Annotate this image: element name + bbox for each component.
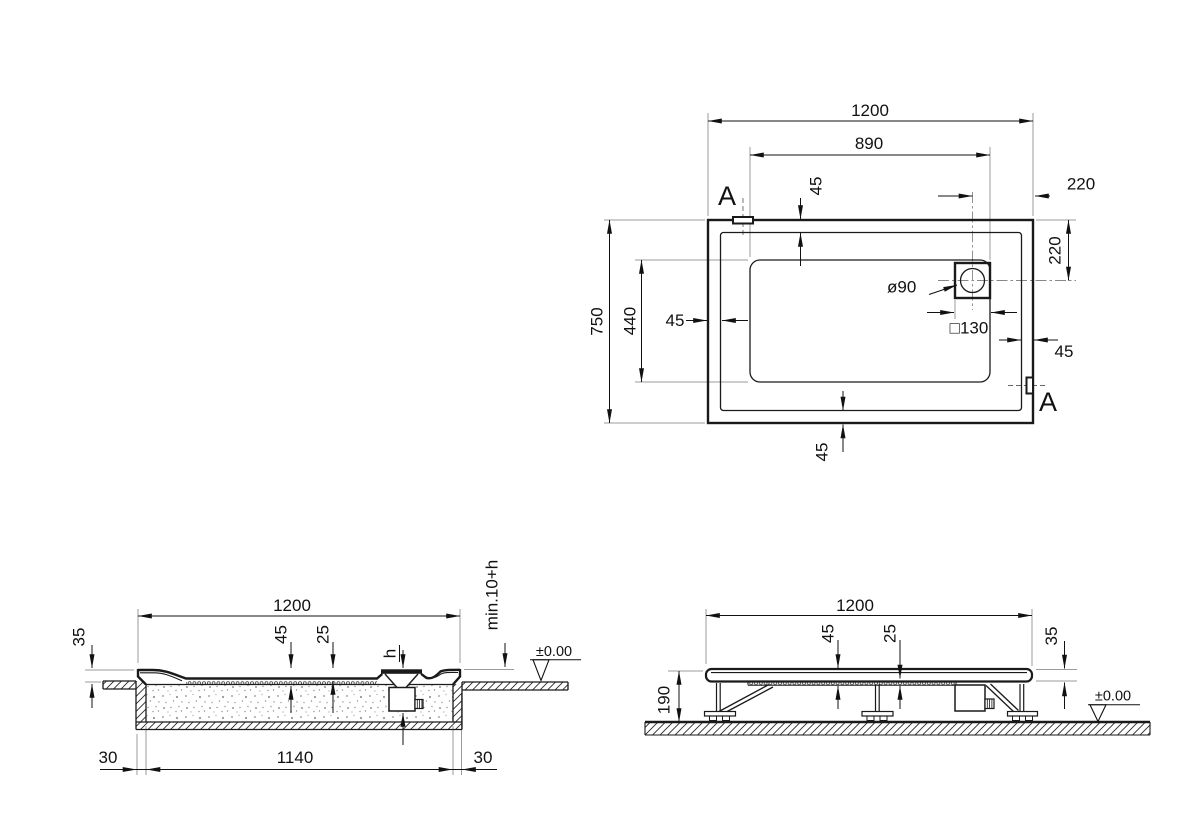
legs-drain-trap bbox=[954, 684, 995, 712]
section-dimension-lines bbox=[89, 613, 508, 772]
floor-level-marker-legs bbox=[1088, 704, 1140, 723]
dim-installed-height: 190 bbox=[655, 686, 674, 714]
tray-profile bbox=[704, 667, 1034, 683]
plan-tray-outline bbox=[706, 216, 1035, 425]
legs-extension-lines bbox=[668, 609, 1077, 682]
dim-total-depth: 45 bbox=[272, 625, 291, 644]
dim-rim-top: 45 bbox=[807, 177, 826, 196]
section-marker-tab-right bbox=[1025, 376, 1034, 395]
dim-basin-length: 890 bbox=[855, 134, 883, 153]
antislip-surface bbox=[186, 679, 377, 685]
level-triangle bbox=[532, 659, 550, 683]
dim-trap-height: h bbox=[381, 649, 400, 658]
drain-circle bbox=[959, 267, 986, 294]
label-floor-level-legs: ±0.00 bbox=[1095, 689, 1131, 705]
section-view-aa: 1200 35 45 25 h min.10+h ±0.00 30 1140 3… bbox=[70, 560, 581, 775]
legs-floor bbox=[644, 720, 1151, 736]
floor-level-marker-section bbox=[530, 659, 581, 683]
foot-plate-left bbox=[703, 710, 737, 717]
dim-overall-depth: 750 bbox=[588, 307, 607, 335]
dim-legs-edge-height: 35 bbox=[1042, 627, 1061, 646]
dim-legs-width: 1200 bbox=[836, 596, 874, 615]
dim-drain-offset-right: 220 bbox=[1067, 175, 1095, 194]
drain-funnel-fill bbox=[382, 674, 421, 688]
section-marker-tab-top bbox=[732, 216, 754, 225]
dim-basin-depth: 25 bbox=[314, 625, 333, 644]
plan-view: 1200 890 220 45 750 440 45 45 220 ø90 □1… bbox=[588, 101, 1096, 461]
tray-inner-rim bbox=[719, 231, 1023, 412]
dim-recess-width: 1140 bbox=[277, 748, 314, 767]
dim-rim-left: 45 bbox=[666, 311, 685, 330]
foot-plate-right bbox=[1006, 710, 1039, 717]
legs-dimension-lines bbox=[676, 613, 1067, 723]
dim-overall-width: 1200 bbox=[851, 101, 889, 120]
foot-plate-middle bbox=[861, 710, 894, 717]
plan-dimension-lines bbox=[607, 118, 1071, 452]
section-floor-structure bbox=[102, 680, 569, 731]
dim-section-width: 1200 bbox=[273, 596, 311, 615]
drain-funnel bbox=[384, 673, 419, 688]
level-triangle bbox=[1089, 704, 1107, 723]
dim-rim-right: 45 bbox=[1055, 342, 1074, 361]
antislip-underside bbox=[748, 681, 956, 686]
section-extension-lines bbox=[85, 609, 514, 775]
dim-legs-basin-depth: 25 bbox=[881, 624, 900, 643]
drain-cover bbox=[381, 669, 422, 674]
plan-extension-lines bbox=[604, 113, 1076, 424]
support-legs bbox=[703, 683, 1039, 721]
dim-recess-margin-right: 30 bbox=[474, 748, 493, 767]
drain-diameter-leader bbox=[928, 284, 958, 295]
section-marker-a-bottom: A bbox=[1039, 387, 1057, 417]
drain-outlet bbox=[414, 698, 424, 710]
section-marker-a-top: A bbox=[718, 181, 736, 211]
installed-view-legs: 1200 190 45 25 35 ±0.00 bbox=[644, 596, 1151, 736]
dim-legs-total-depth: 45 bbox=[819, 624, 838, 643]
dim-recess-margin-left: 30 bbox=[99, 748, 118, 767]
dim-min-recess: min.10+h bbox=[483, 560, 502, 630]
dim-basin-width: 440 bbox=[621, 307, 640, 335]
section-tray bbox=[136, 668, 462, 712]
label-floor-level-section: ±0.00 bbox=[536, 644, 572, 660]
dim-rim-above-floor: 35 bbox=[70, 628, 89, 647]
drain-square bbox=[953, 261, 992, 300]
tray-outer-edge bbox=[706, 218, 1035, 425]
legs-tray-body bbox=[704, 667, 1034, 686]
dim-drain-square: □130 bbox=[950, 319, 989, 338]
drain-trap bbox=[388, 686, 416, 712]
dim-rim-bottom: 45 bbox=[813, 443, 832, 462]
dim-drain-offset-top: 220 bbox=[1046, 236, 1065, 264]
tray-basin bbox=[749, 259, 991, 383]
dim-drain-diameter: ø90 bbox=[887, 278, 916, 297]
